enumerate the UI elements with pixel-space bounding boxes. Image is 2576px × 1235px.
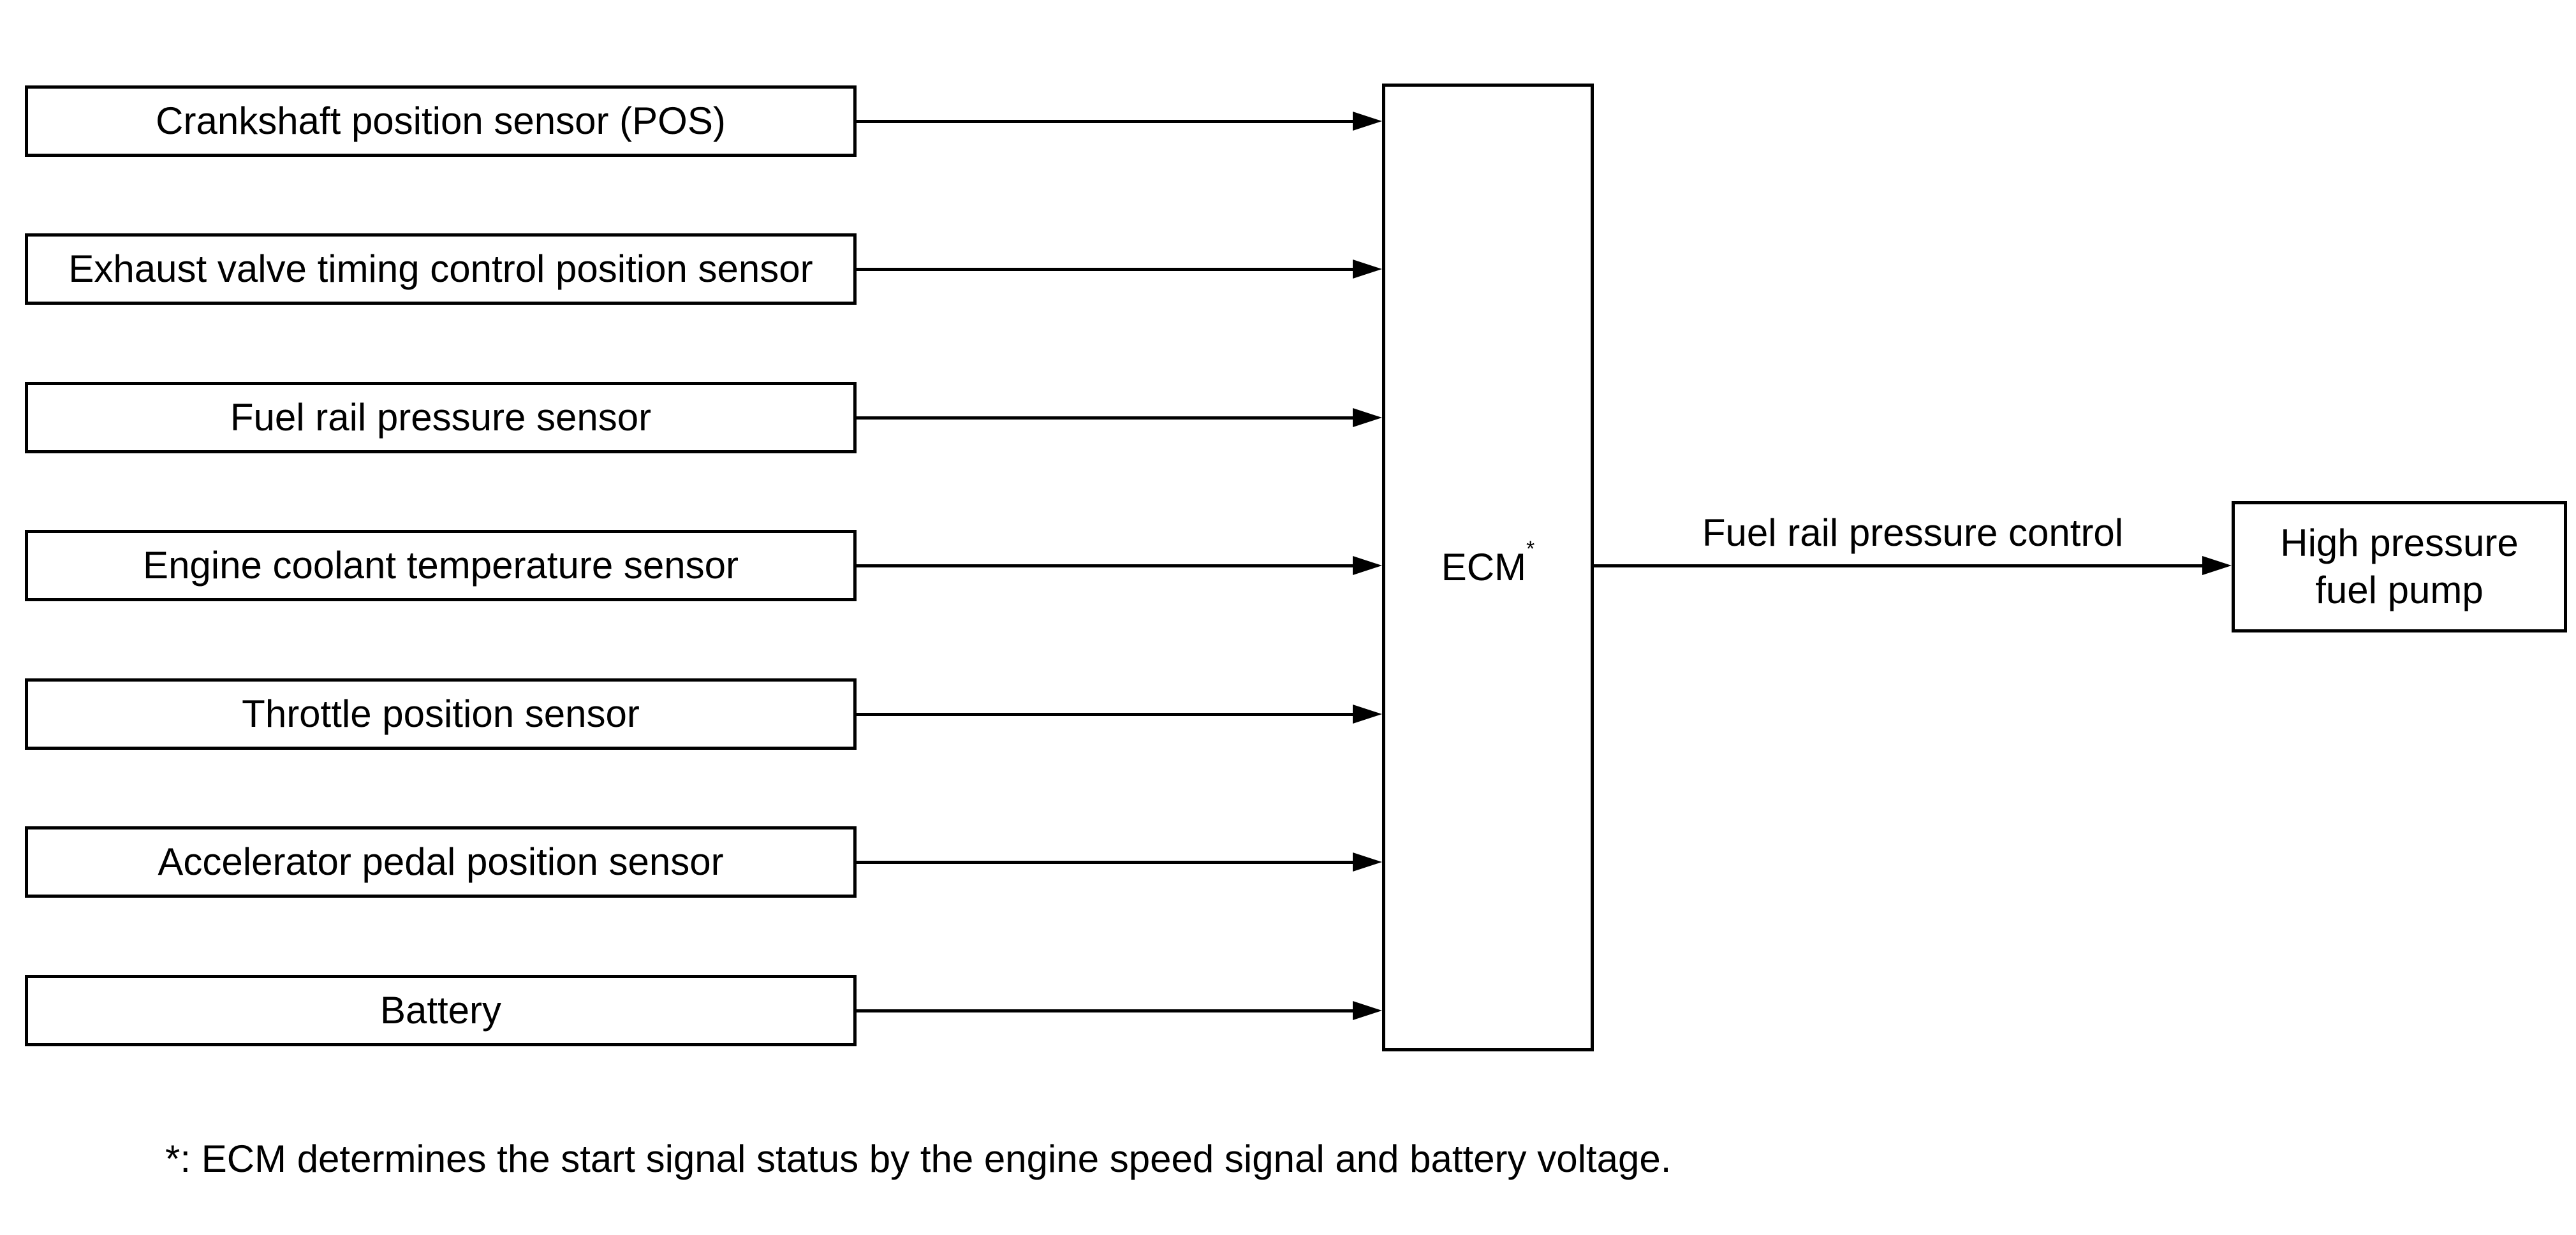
high-pressure-fuel-pump-box: High pressure fuel pump [2232, 501, 2567, 632]
fuel-rail-pressure-control-label: Fuel rail pressure control [1702, 511, 2124, 554]
ecm-label-text: ECM [1441, 546, 1527, 588]
input-box-label: Accelerator pedal position sensor [158, 840, 724, 883]
ecm-box: ECM* [1382, 84, 1594, 1051]
input-box-exhaust-valve-timing-sensor: Exhaust valve timing control position se… [25, 233, 857, 305]
input-box-throttle-position-sensor: Throttle position sensor [25, 678, 857, 750]
input-box-label: Exhaust valve timing control position se… [68, 247, 813, 290]
arrow-head-icon [1353, 705, 1382, 724]
arrow-line-accelerator-to-ecm [857, 861, 1353, 864]
input-box-accelerator-pedal-sensor: Accelerator pedal position sensor [25, 826, 857, 898]
arrow-head-icon [1353, 112, 1382, 131]
footnote-text: *: ECM determines the start signal statu… [165, 1137, 1672, 1180]
input-box-label: Throttle position sensor [242, 692, 640, 735]
arrow-line-exhaust-valve-to-ecm [857, 268, 1353, 271]
arrow-head-icon [1353, 408, 1382, 427]
arrow-line-battery-to-ecm [857, 1009, 1353, 1012]
input-box-label: Crankshaft position sensor (POS) [156, 99, 726, 142]
arrow-line-throttle-to-ecm [857, 713, 1353, 716]
arrow-head-icon [1353, 556, 1382, 575]
pump-box-label: High pressure fuel pump [2280, 522, 2519, 611]
ecm-label: ECM* [1441, 538, 1535, 591]
input-box-crankshaft-position-sensor: Crankshaft position sensor (POS) [25, 85, 857, 157]
arrow-line-coolant-temp-to-ecm [857, 564, 1353, 567]
input-box-battery: Battery [25, 975, 857, 1046]
input-box-label: Battery [379, 989, 502, 1032]
arrow-line-fuel-rail-sensor-to-ecm [857, 416, 1353, 420]
arrow-head-icon [1353, 1001, 1382, 1020]
arrow-head-icon [1353, 259, 1382, 279]
arrow-head-icon [2202, 556, 2232, 575]
input-box-label: Engine coolant temperature sensor [143, 544, 739, 587]
arrow-line-crankshaft-to-ecm [857, 120, 1353, 123]
arrow-head-icon [1353, 852, 1382, 872]
arrow-line-ecm-to-fuel-pump [1594, 564, 2202, 567]
input-box-label: Fuel rail pressure sensor [230, 396, 652, 439]
input-box-engine-coolant-temp-sensor: Engine coolant temperature sensor [25, 530, 857, 601]
input-box-fuel-rail-pressure-sensor: Fuel rail pressure sensor [25, 382, 857, 453]
ecm-footnote-marker: * [1526, 537, 1535, 561]
